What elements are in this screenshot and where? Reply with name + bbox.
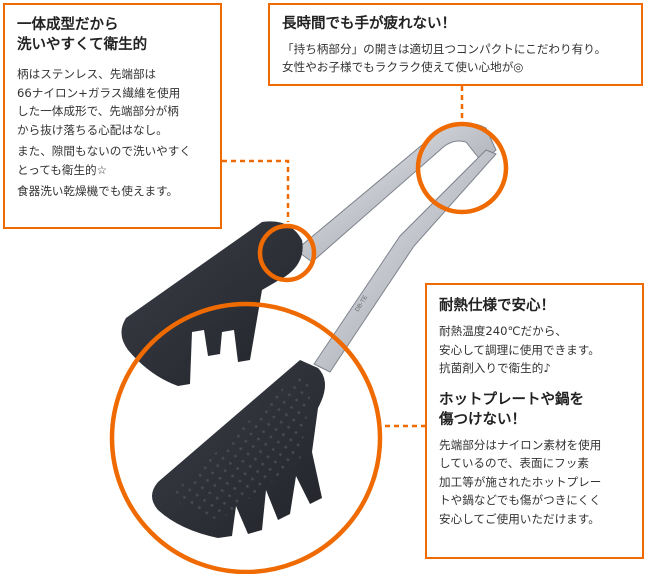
callout-handle-title: 長時間でも手が疲れない！ <box>282 16 456 32</box>
leader-lines <box>222 86 464 428</box>
callout-heat-title: 耐熱仕様で安心！ <box>439 298 555 314</box>
callout-handle: 長時間でも手が疲れない！ 「持ち柄部分」の開きは適切且つコンパクトにこだわり有り… <box>268 3 643 86</box>
callout-molded: 一体成型だから 洗いやすくて衛生的 柄はステンレス、先端部は 66ナイロン+ガラ… <box>3 3 222 229</box>
leader-molded <box>222 159 290 222</box>
callout-molded-body-2: また、隙間もないので洗いやすく とっても衛生的☆ <box>17 144 191 177</box>
highlight-hinge-circle <box>415 121 509 215</box>
callout-molded-title: 一体成型だから 洗いやすくて衛生的 <box>17 17 148 53</box>
callout-scratch-body: 先端部分はナイロン素材を使用 しているので、表面にフッ素 加工等が施されたホット… <box>439 437 602 526</box>
tongs-upper-head <box>121 221 303 386</box>
highlight-head-circle <box>109 301 383 574</box>
callout-heat-body: 耐熱温度240℃だから、 安心して調理に使用できます。 抗菌剤入りで衛生的♪ <box>439 324 600 375</box>
callout-heat: 耐熱仕様で安心！ 耐熱温度240℃だから、 安心して調理に使用できます。 抗菌剤… <box>425 283 644 559</box>
highlight-joint-circle <box>257 223 317 283</box>
callout-handle-body: 「持ち柄部分」の開きは適切且つコンパクトにこだわり有り。 女性やお子様でもラクラ… <box>282 42 607 74</box>
callout-molded-body-1: 柄はステンレス、先端部は 66ナイロン+ガラス繊維を使用 した一体成形で、先端部… <box>17 67 181 137</box>
callout-scratch-title: ホットプレートや鍋を 傷つけない！ <box>439 391 584 428</box>
callout-molded-body-3: 食器洗い乾燥機でも使えます。 <box>17 184 179 198</box>
tongs-lower-arm <box>313 149 497 373</box>
